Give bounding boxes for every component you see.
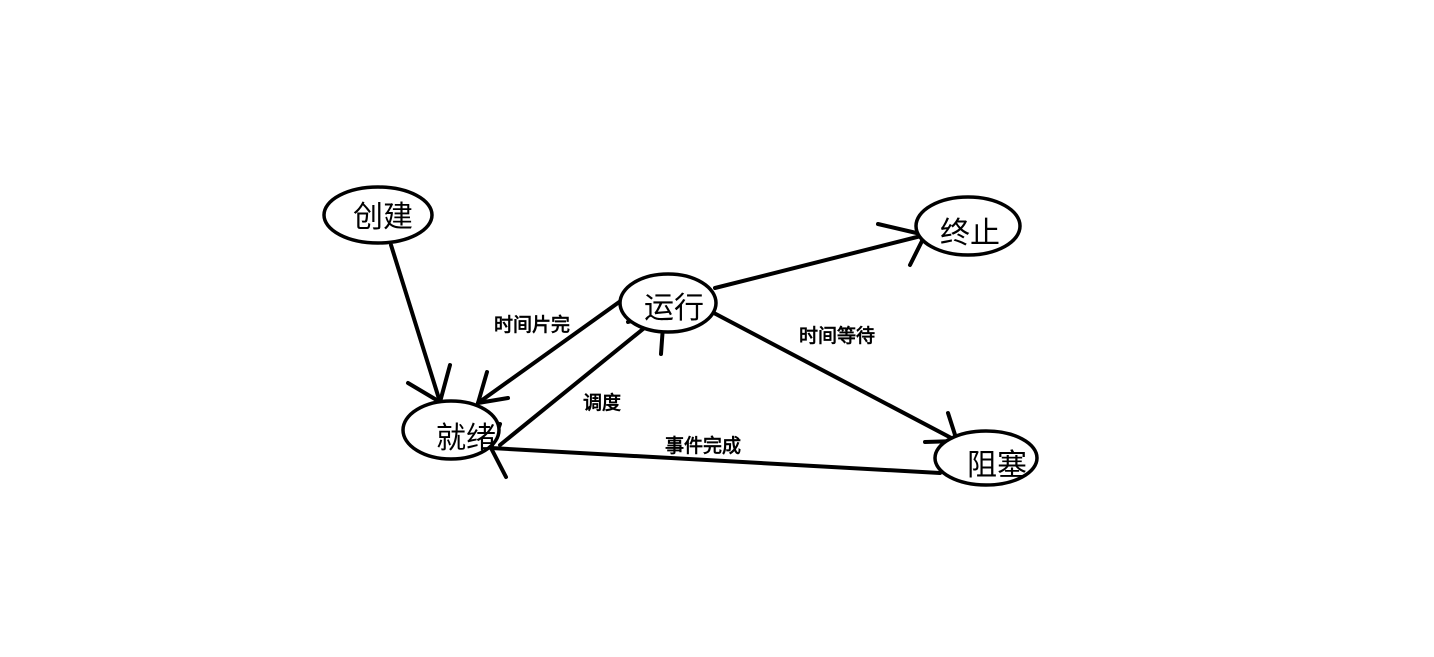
arrowhead (476, 370, 489, 405)
node-running: 运行 (618, 272, 718, 334)
edge-create-to-ready (389, 243, 452, 404)
edge-running-to-blocked: 时间等待 (710, 310, 959, 444)
node-label-running: 运行 (644, 291, 704, 326)
edge-label-schedule: 调度 (583, 391, 622, 414)
edge-running-to-terminate (713, 222, 927, 290)
edge-running-to-ready: 时间片完 (476, 298, 624, 405)
edge-label-event-done: 事件完成 (665, 434, 741, 457)
edge-blocked-to-ready: 事件完成 (489, 422, 942, 479)
node-label-ready: 就绪 (436, 421, 496, 456)
node-blocked: 阻塞 (933, 429, 1039, 487)
arrowhead (438, 363, 452, 404)
edge-label-wait: 时间等待 (799, 324, 875, 347)
arrowhead (489, 446, 508, 479)
node-terminate: 终止 (914, 195, 1022, 257)
arrowhead (406, 381, 442, 404)
node-ready: 就绪 (401, 399, 501, 461)
node-label-terminate: 终止 (940, 216, 1000, 251)
node-create: 创建 (322, 185, 434, 245)
node-label-blocked: 阻塞 (967, 448, 1027, 483)
arrowhead (476, 396, 510, 405)
edge-label-time-slice: 时间片完 (494, 313, 570, 336)
node-label-create: 创建 (353, 200, 413, 235)
